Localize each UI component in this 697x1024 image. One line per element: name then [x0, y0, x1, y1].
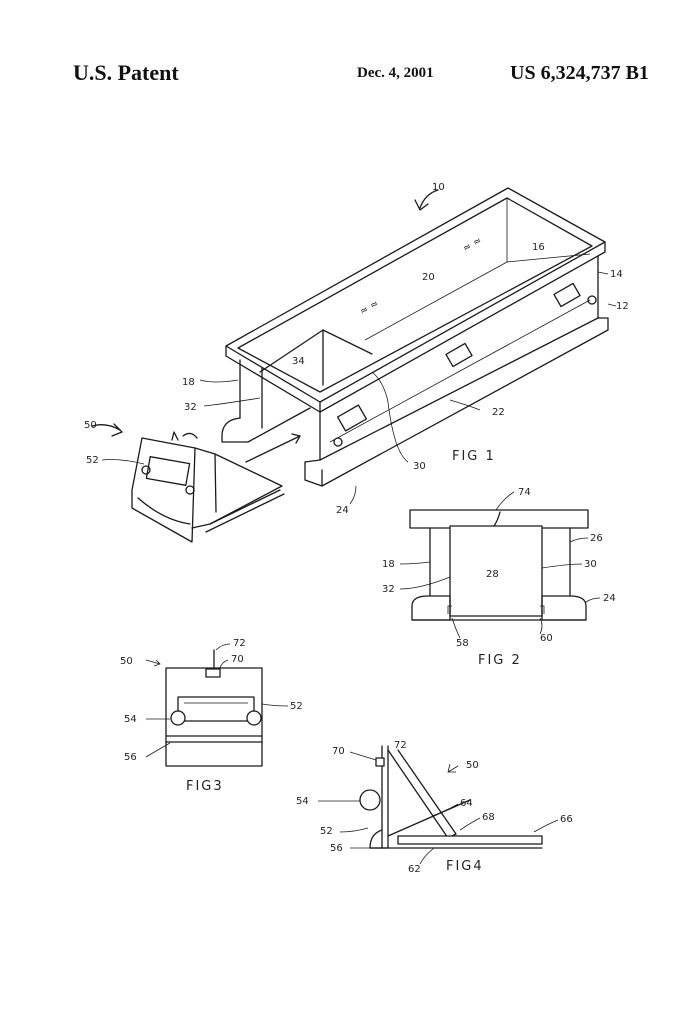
fig4-caption: FIG4 [446, 859, 484, 874]
ref-74: 74 [518, 487, 531, 498]
ref-52-fig4: 52 [320, 826, 333, 837]
ref-12: 12 [616, 301, 629, 312]
ref-20: 20 [422, 272, 435, 283]
ref-28: 28 [486, 569, 499, 580]
ref-50-fig3: 50 [120, 656, 133, 667]
ref-52-fig1: 52 [86, 455, 99, 466]
ref-30: 30 [413, 461, 426, 472]
ref-50-fig1: 50 [84, 420, 97, 431]
ref-14: 14 [610, 269, 623, 280]
ref-68: 68 [482, 812, 495, 823]
ref-72-fig4: 72 [394, 740, 407, 751]
ref-16: 16 [532, 242, 545, 253]
ref-54-fig4: 54 [296, 796, 309, 807]
ref-58: 58 [456, 638, 469, 649]
ref-22: 22 [492, 407, 505, 418]
ref-56-fig3: 56 [124, 752, 137, 763]
fig3-drawing [166, 650, 262, 766]
ref-32: 32 [184, 402, 197, 413]
ref-32-fig2: 32 [382, 584, 395, 595]
fig1-caption: FIG 1 [452, 449, 496, 464]
ref-30-fig2: 30 [584, 559, 597, 570]
ref-70-fig4: 70 [332, 746, 345, 757]
fig4-drawing [360, 746, 542, 848]
ref-60: 60 [540, 633, 553, 644]
ref-50-fig4: 50 [466, 760, 479, 771]
svg-text:≈ ≈: ≈ ≈ [358, 298, 381, 317]
ref-56-fig4: 56 [330, 843, 343, 854]
ref-24-fig2: 24 [603, 593, 616, 604]
ref-34: 34 [292, 356, 305, 367]
fig2-caption: FIG 2 [478, 653, 522, 668]
ref-62: 62 [408, 864, 421, 875]
ref-70-fig3: 70 [231, 654, 244, 665]
ref-10: 10 [432, 182, 445, 193]
ref-18: 18 [182, 377, 195, 388]
ref-64: 64 [460, 798, 473, 809]
ref-72-fig3: 72 [233, 638, 246, 649]
ref-52-fig3: 52 [290, 701, 303, 712]
ref-24: 24 [336, 505, 349, 516]
ref-18-fig2: 18 [382, 559, 395, 570]
ref-26: 26 [590, 533, 603, 544]
ref-66: 66 [560, 814, 573, 825]
ref-54-fig3: 54 [124, 714, 137, 725]
fig3-caption: FIG3 [186, 779, 224, 794]
svg-text:≈ ≈: ≈ ≈ [461, 235, 484, 254]
